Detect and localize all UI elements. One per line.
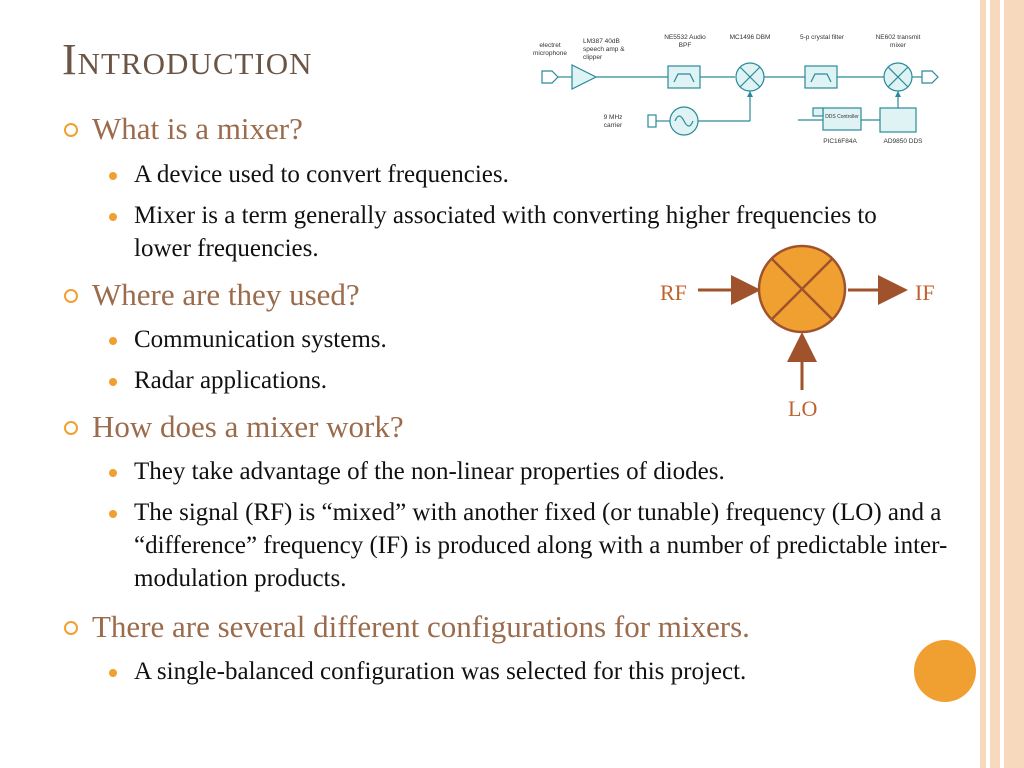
section-heading: Where are they used? bbox=[92, 277, 360, 312]
bullet-icon bbox=[109, 378, 117, 386]
section-heading: There are several different configuratio… bbox=[92, 609, 750, 644]
bullet-icon bbox=[109, 172, 117, 180]
list-item: A device used to convert frequencies. bbox=[134, 161, 509, 188]
label-dbm: MC1496 DBM bbox=[729, 34, 771, 41]
list-item: They take advantage of the non-linear pr… bbox=[134, 458, 725, 485]
if-label: IF bbox=[915, 280, 935, 305]
bullet-icon bbox=[64, 421, 78, 435]
list-item: Radar applications. bbox=[134, 367, 327, 394]
bullet-icon bbox=[64, 123, 78, 137]
bullet-icon bbox=[64, 289, 78, 303]
rf-label: RF bbox=[660, 280, 687, 305]
label-dds: AD9850 DDS bbox=[883, 138, 923, 145]
decorative-stripes bbox=[980, 0, 1024, 768]
decorative-circle bbox=[914, 640, 976, 702]
label-dds-controller: DDS Controller bbox=[825, 114, 859, 120]
slide-title: Introduction bbox=[62, 35, 313, 84]
label-carrier: 9 MHz carrier bbox=[603, 114, 623, 129]
label-crystal: 5-p crystal filter bbox=[799, 34, 845, 41]
label-bpf: NE5532 Audio BPF bbox=[664, 34, 706, 49]
label-electret: electret microphone bbox=[533, 42, 567, 57]
list-item: Mixer is a term generally associated wit… bbox=[134, 202, 877, 262]
bullet-icon bbox=[109, 337, 117, 345]
section-heading: How does a mixer work? bbox=[92, 409, 404, 444]
list-item: A single-balanced configuration was sele… bbox=[134, 658, 747, 685]
list-item: The signal (RF) is “mixed” with another … bbox=[134, 499, 948, 592]
lo-label: LO bbox=[788, 396, 818, 421]
label-pic: PIC16F84A bbox=[823, 138, 857, 145]
label-tx-mixer: NE602 transmit mixer bbox=[875, 34, 921, 49]
bullet-icon bbox=[109, 510, 117, 518]
bullet-icon bbox=[109, 213, 117, 221]
list-item: Communication systems. bbox=[134, 326, 387, 353]
section-heading: What is a mixer? bbox=[92, 111, 303, 146]
bullet-icon bbox=[109, 469, 117, 477]
label-amp: LM387 40dB speech amp & clipper bbox=[583, 38, 625, 61]
bullet-icon bbox=[109, 669, 117, 677]
bullet-icon bbox=[64, 621, 78, 635]
